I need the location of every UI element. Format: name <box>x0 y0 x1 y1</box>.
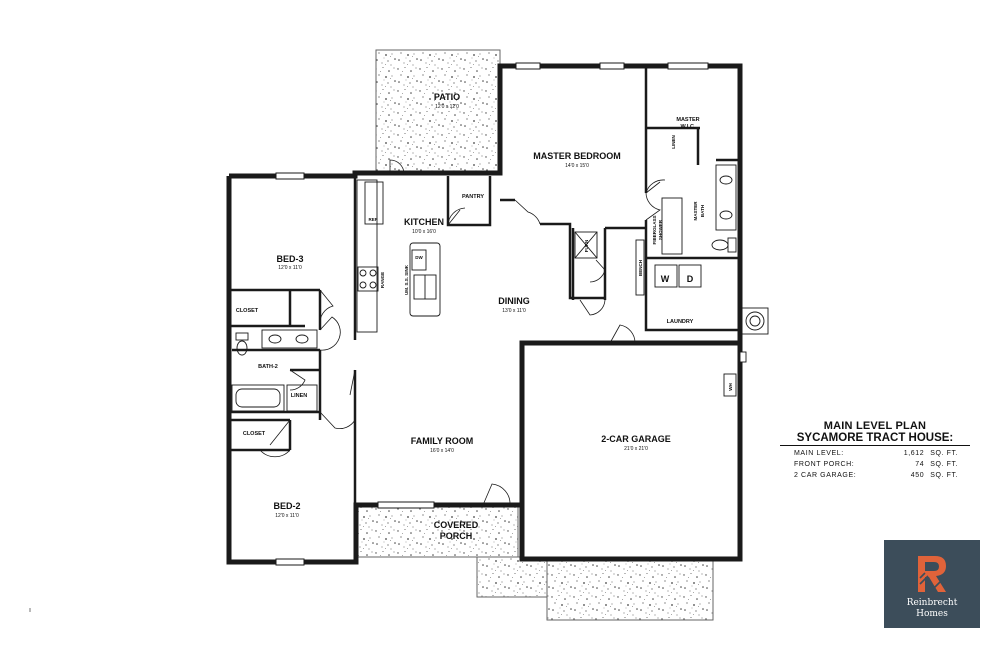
doors <box>259 159 666 506</box>
area-value: 74 <box>915 461 925 468</box>
bed3-dim: 12'0 x 11'0 <box>278 265 302 271</box>
garage-dim: 21'0 x 21'0 <box>624 446 648 452</box>
master-bath-label-2: BATH <box>700 205 705 217</box>
furn-label: FURN <box>584 240 589 253</box>
laundry-label: LAUNDRY <box>667 319 694 325</box>
bed2-label: BED-2 <box>273 501 300 511</box>
plan-subtitle: SYCAMORE TRACT HOUSE: <box>780 432 970 446</box>
dining-dim: 13'0 x 11'0 <box>502 308 526 314</box>
area-row: MAIN LEVEL: 1,612 SQ. FT. <box>790 448 962 459</box>
master-bedroom-label: MASTER BEDROOM <box>533 151 621 161</box>
logo-line-2: Homes <box>916 609 948 619</box>
area-unit: SQ. FT. <box>930 461 959 468</box>
room-labels: PATIO 12'0 x 12'0 MASTER BEDROOM 14'0 x … <box>236 92 733 541</box>
ref-label: REF <box>369 217 378 222</box>
interior-walls <box>229 66 740 505</box>
dryer-label: D <box>687 274 694 284</box>
sink-label: UM. S.S. SINK <box>404 264 409 295</box>
wh-label: WH <box>728 383 733 391</box>
r-logo-icon <box>918 556 946 592</box>
area-unit: SQ. FT. <box>930 450 959 457</box>
pantry-label: PANTRY <box>462 194 484 200</box>
company-logo: Reinbrecht Homes <box>884 540 980 628</box>
linen-label: LINEN <box>291 393 308 399</box>
bench-label: BENCH <box>638 260 643 276</box>
shower-label: FIBERGLASS <box>652 215 657 244</box>
kitchen-label: KITCHEN <box>404 217 444 227</box>
garage-label: 2-CAR GARAGE <box>601 434 671 444</box>
master-wic-label: MASTER <box>676 117 699 123</box>
kitchen-dim: 10'0 x 16'0 <box>412 229 436 235</box>
area-label: MAIN LEVEL: <box>794 450 844 457</box>
bed2-dim: 12'0 x 11'0 <box>275 513 299 519</box>
area-table: MAIN LEVEL: 1,612 SQ. FT. FRONT PORCH: 7… <box>790 448 962 481</box>
closet-bed3-label: CLOSET <box>236 308 259 314</box>
area-label: FRONT PORCH: <box>794 461 855 468</box>
area-label: 2 CAR GARAGE: <box>794 472 857 479</box>
plan-info-block: MAIN LEVEL PLAN SYCAMORE TRACT HOUSE: MA… <box>780 420 970 481</box>
family-room-dim: 16'0 x 14'0 <box>430 448 454 454</box>
kitchen-fixtures <box>356 179 441 333</box>
porch-slab <box>357 506 519 558</box>
family-room-label: FAMILY ROOM <box>411 436 474 446</box>
patio-label: PATIO <box>434 92 460 102</box>
master-wic-label-2: W.I.C. <box>681 124 696 130</box>
bath2-fixtures <box>231 329 318 412</box>
shower-label-2: SHOWER <box>658 219 663 240</box>
patio-dim: 12'0 x 12'0 <box>435 104 459 110</box>
range-label: RANGE <box>380 272 385 288</box>
patio-slab <box>375 49 501 173</box>
master-bath-fixtures <box>574 164 737 296</box>
porch-label-2: PORCH <box>440 531 473 541</box>
logo-line-1: Reinbrecht <box>906 598 958 608</box>
walkway-slab <box>476 556 548 598</box>
dining-label: DINING <box>498 296 530 306</box>
washer-label: W <box>661 274 670 284</box>
bath2-label: BATH-2 <box>258 364 278 370</box>
master-bath-label: MASTER <box>693 201 698 221</box>
closet-bed2-label: CLOSET <box>243 431 266 437</box>
exterior-items <box>29 307 769 612</box>
driveway-slab <box>546 556 714 621</box>
porch-label: COVERED <box>434 520 479 530</box>
area-row: FRONT PORCH: 74 SQ. FT. <box>790 459 962 470</box>
plan-title: MAIN LEVEL PLAN <box>823 420 927 432</box>
area-row: 2 CAR GARAGE: 450 SQ. FT. <box>790 470 962 481</box>
dw-label: DW <box>415 255 423 260</box>
master-linen-label: LINEN <box>671 135 676 149</box>
master-bedroom-dim: 14'0 x 15'0 <box>565 163 589 169</box>
area-value: 1,612 <box>903 450 925 457</box>
area-value: 450 <box>910 472 925 479</box>
area-unit: SQ. FT. <box>930 472 959 479</box>
windows <box>275 62 709 566</box>
bed3-label: BED-3 <box>276 254 303 264</box>
